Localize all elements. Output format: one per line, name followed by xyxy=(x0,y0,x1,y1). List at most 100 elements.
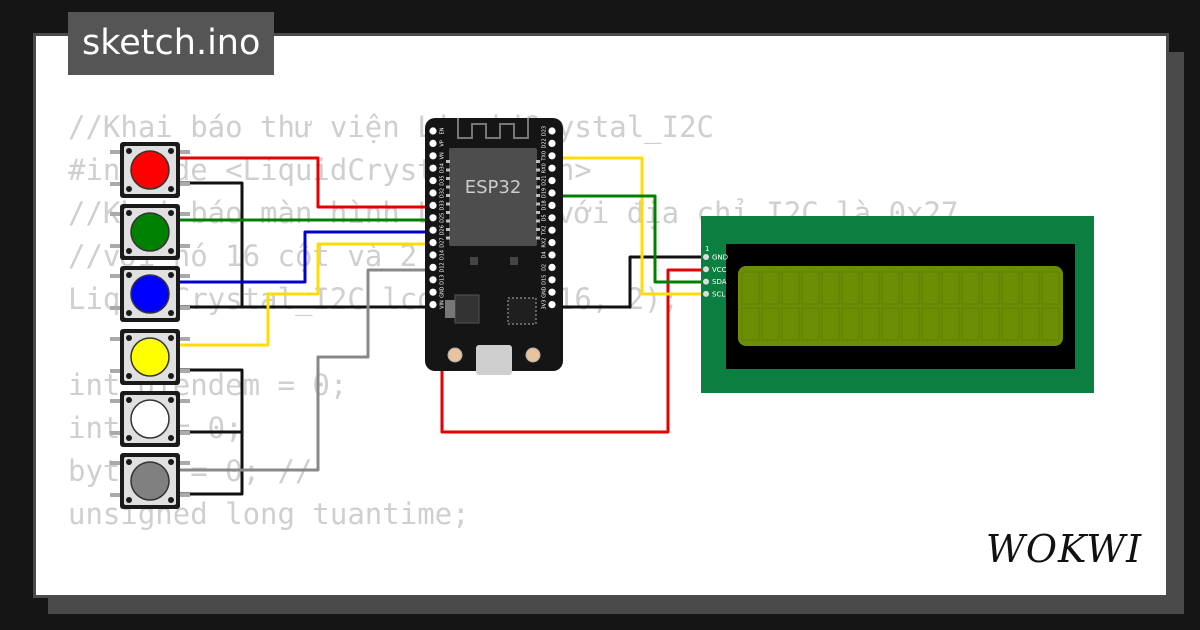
esp32-pin-label: D27 xyxy=(440,237,446,247)
esp32-right-pin[interactable] xyxy=(548,152,556,160)
esp32-left-pin[interactable] xyxy=(429,127,437,135)
lcd-pin-index: 1 xyxy=(705,245,709,253)
esp32-right-pin[interactable] xyxy=(548,251,556,259)
pushbutton-gray[interactable] xyxy=(110,453,190,509)
wires xyxy=(180,156,706,496)
esp32-pin-label: 3V3 xyxy=(542,300,548,310)
esp32-left-pin[interactable] xyxy=(429,201,437,209)
esp32-pin-label: D34 xyxy=(440,163,446,173)
esp32-pin-label: D33 xyxy=(440,200,446,210)
esp32-left-pin[interactable] xyxy=(429,177,437,185)
lcd-pin-label-vcc: VCC xyxy=(712,266,727,274)
esp32-right-pin[interactable] xyxy=(548,177,556,185)
esp32-pin-label: D26 xyxy=(440,225,446,235)
button-cap[interactable] xyxy=(130,212,170,252)
esp32-left-pin[interactable] xyxy=(429,276,437,284)
esp32-right-pin[interactable] xyxy=(548,239,556,247)
esp32-pin-label: D22 xyxy=(542,138,548,148)
esp32-right-pin[interactable] xyxy=(548,214,556,222)
wire-blue-button[interactable] xyxy=(180,230,433,284)
lcd-pin[interactable] xyxy=(703,290,709,297)
esp32-pin-label: GND xyxy=(440,286,446,298)
esp32-right-pin[interactable] xyxy=(548,226,556,234)
wire-green-sda[interactable] xyxy=(552,194,706,284)
wire-black-buttons[interactable] xyxy=(180,181,433,309)
pushbutton-red[interactable] xyxy=(110,142,190,198)
esp32-right-pin[interactable] xyxy=(548,127,556,135)
lcd-screen xyxy=(738,266,1063,346)
esp32-pin-label: D2 xyxy=(542,264,548,271)
esp32-pin-label: GND xyxy=(542,286,548,298)
esp32-right-pin[interactable] xyxy=(548,288,556,296)
lcd-pin[interactable] xyxy=(703,266,709,273)
esp32-left-pin[interactable] xyxy=(429,189,437,197)
lcd-pin[interactable] xyxy=(703,254,709,260)
esp32-pin-label: D32 xyxy=(440,188,446,198)
lcd-pin-label-gnd: GND xyxy=(712,254,728,262)
esp32-right-pin[interactable] xyxy=(548,189,556,197)
button-cap[interactable] xyxy=(130,337,170,377)
esp32-left-pin[interactable] xyxy=(429,164,437,172)
button-cap[interactable] xyxy=(130,150,170,190)
esp32-pin-label: D13 xyxy=(440,275,446,285)
wire-gray-button[interactable] xyxy=(180,268,433,472)
esp32-pin-label: RX2 xyxy=(542,238,548,248)
esp32-pin-label: D4 xyxy=(542,251,548,258)
esp32-left-pin[interactable] xyxy=(429,226,437,234)
pushbutton-yellow[interactable] xyxy=(110,329,190,385)
esp32-right-pin[interactable] xyxy=(548,276,556,284)
sketch-title-tab[interactable]: sketch.ino xyxy=(68,12,275,75)
esp32-pin-label: D14 xyxy=(440,250,446,260)
usb-port xyxy=(476,345,512,375)
push-buttons xyxy=(110,142,190,509)
button-cap[interactable] xyxy=(130,274,170,314)
lcd-pin-label-sda: SDA xyxy=(712,278,727,286)
esp32-left-pin[interactable] xyxy=(429,288,437,296)
esp32-pin-label: VIN xyxy=(440,300,446,309)
esp32-right-pin[interactable] xyxy=(548,164,556,172)
esp32-pin-label: D25 xyxy=(440,213,446,223)
esp32-right-pin[interactable] xyxy=(548,201,556,209)
esp32-left-pin[interactable] xyxy=(429,239,437,247)
wire-red-vcc[interactable] xyxy=(440,268,706,434)
esp32-pin-label: TX0 xyxy=(542,151,548,162)
esp32-pin-label: TX2 xyxy=(542,225,548,236)
pushbutton-blue[interactable] xyxy=(110,266,190,322)
lcd-pin[interactable] xyxy=(703,278,709,285)
esp32-pin-label: RX0 xyxy=(542,163,548,173)
esp32-pin-label: EN xyxy=(440,127,446,134)
esp32-pin-label: D23 xyxy=(542,126,548,136)
wire-yellow-button[interactable] xyxy=(180,242,433,347)
wire-yellow-scl[interactable] xyxy=(552,156,706,296)
pushbutton-white[interactable] xyxy=(110,391,190,447)
lcd1602[interactable]: 1 GND VCC SDA SCL xyxy=(701,216,1094,393)
button-cap[interactable] xyxy=(130,461,170,501)
esp32-pin-label: D5 xyxy=(542,214,548,221)
pushbutton-green[interactable] xyxy=(110,204,190,260)
esp32-pin-label: D18 xyxy=(542,200,548,210)
wokwi-logo-text: WOKWI xyxy=(986,527,1142,571)
esp32-pin-label: D21 xyxy=(542,175,548,185)
button-cap[interactable] xyxy=(130,399,170,439)
esp32-right-pin[interactable] xyxy=(548,139,556,147)
esp32-pin-label: D35 xyxy=(440,175,446,185)
esp32-left-pin[interactable] xyxy=(429,152,437,160)
esp32-left-pin[interactable] xyxy=(429,263,437,271)
wokwi-logo: WOKWI xyxy=(986,527,1142,571)
esp32-left-pin[interactable] xyxy=(429,251,437,259)
esp32-left-pin[interactable] xyxy=(429,139,437,147)
esp32-pin-label: VN xyxy=(440,152,446,159)
esp32-label: ESP32 xyxy=(465,177,522,198)
esp32-pin-label: VP xyxy=(440,140,446,146)
esp32-left-pin[interactable] xyxy=(429,301,437,309)
wire-black-gnd[interactable] xyxy=(552,255,706,309)
esp32-right-pin[interactable] xyxy=(548,263,556,271)
esp32-left-pin[interactable] xyxy=(429,214,437,222)
esp32-pin-label: D15 xyxy=(542,275,548,285)
esp32-right-pin[interactable] xyxy=(548,301,556,309)
lcd-pin-label-scl: SCL xyxy=(712,290,725,298)
wire-black[interactable] xyxy=(180,430,244,496)
wire-red-button[interactable] xyxy=(180,156,433,209)
